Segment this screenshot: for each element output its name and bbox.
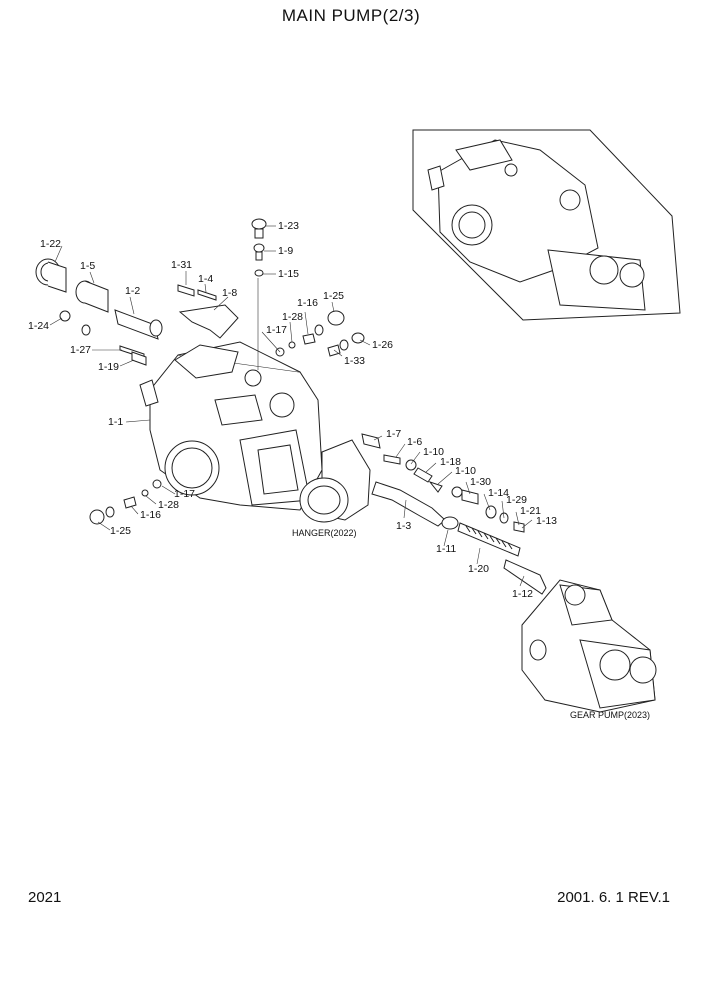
label-1-19: 1-19 (98, 361, 119, 373)
label-1-22: 1-22 (40, 238, 61, 250)
label-1-17-top: 1-17 (266, 324, 287, 336)
label-1-20: 1-20 (468, 563, 489, 575)
label-1-9: 1-9 (278, 245, 293, 257)
lower-left-parts-group (89, 479, 162, 525)
page-number: 2021 (28, 889, 62, 906)
page-title: MAIN PUMP(2/3) (281, 6, 421, 25)
label-1-18: 1-18 (440, 456, 461, 468)
label-1-4: 1-4 (198, 273, 213, 285)
label-1-7: 1-7 (386, 428, 401, 440)
label-1-2: 1-2 (125, 285, 140, 297)
label-1-1: 1-1 (108, 416, 123, 428)
label-1-10-a: 1-10 (423, 446, 444, 458)
right-parts-group (361, 433, 547, 595)
label-1-21: 1-21 (520, 505, 541, 517)
label-1-13: 1-13 (536, 515, 557, 527)
assembly-overview-inset (412, 129, 681, 321)
caption-hanger: HANGER(2022) (292, 528, 357, 538)
label-1-25-bottom: 1-25 (110, 525, 131, 537)
label-1-30: 1-30 (470, 476, 491, 488)
label-1-23: 1-23 (278, 220, 299, 232)
label-1-8: 1-8 (222, 287, 237, 299)
leader-lines (49, 225, 533, 587)
label-1-27: 1-27 (70, 344, 91, 356)
label-1-5: 1-5 (80, 260, 95, 272)
label-1-29: 1-29 (506, 494, 527, 506)
label-1-24: 1-24 (28, 320, 49, 332)
label-1-10-b: 1-10 (455, 465, 476, 477)
label-1-12: 1-12 (512, 588, 533, 600)
label-1-26: 1-26 (372, 339, 393, 351)
label-1-15: 1-15 (278, 268, 299, 280)
label-1-28-bottom: 1-28 (158, 499, 179, 511)
caption-gear-pump: GEAR PUMP(2023) (570, 710, 650, 720)
label-1-3: 1-3 (396, 520, 411, 532)
label-1-25-top: 1-25 (323, 290, 344, 302)
label-1-6: 1-6 (407, 436, 422, 448)
label-1-14: 1-14 (488, 487, 509, 499)
label-1-33: 1-33 (344, 355, 365, 367)
top-parts-group (251, 218, 365, 357)
label-1-16-bottom: 1-16 (140, 509, 161, 521)
part-labels: 1-22 1-5 1-2 1-24 1-27 1-19 1-31 1-4 1-8… (28, 220, 650, 720)
label-1-17-bottom: 1-17 (174, 488, 195, 500)
pump-housing-1-1 (139, 341, 323, 511)
label-1-11: 1-11 (436, 543, 456, 555)
label-1-31: 1-31 (171, 259, 192, 271)
revision-info: 2001. 6. 1 REV.1 (557, 889, 670, 906)
label-1-16-top: 1-16 (297, 297, 318, 309)
left-parts-group (35, 258, 239, 366)
label-1-28-top: 1-28 (282, 311, 303, 323)
hanger-part (299, 439, 371, 523)
gear-pump-part (521, 579, 657, 713)
